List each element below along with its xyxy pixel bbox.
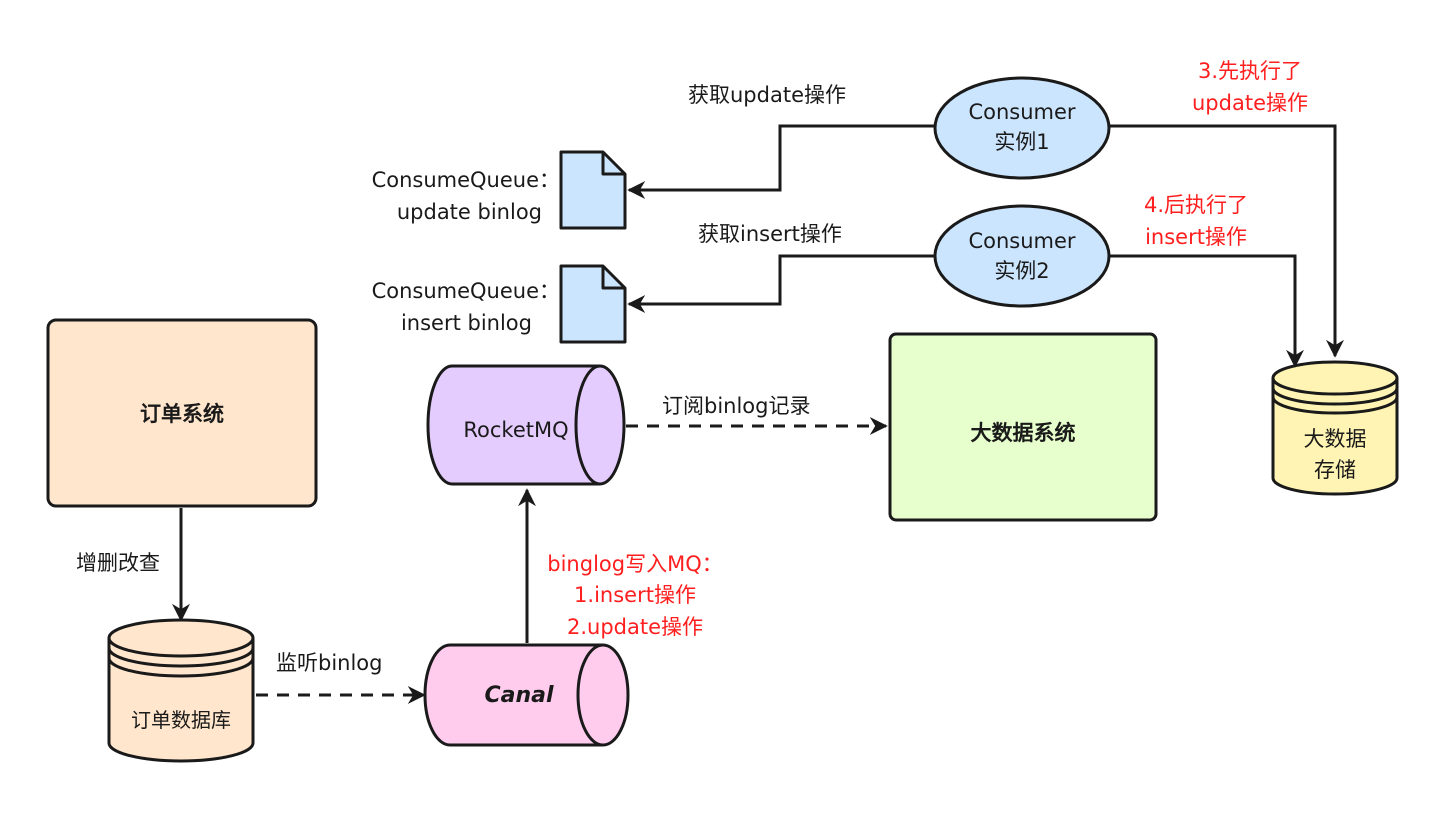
- consumer1-label-1: Consumer: [968, 100, 1076, 124]
- edge-exec-update: [1110, 124, 1344, 358]
- edge-exec-update-label-1: 3.先执行了: [1197, 59, 1303, 83]
- consumer1-ellipse: [933, 76, 1111, 180]
- edge-fetch-update-label: 获取update操作: [688, 83, 846, 107]
- queue-update-doc: [559, 150, 627, 230]
- order-system-label: 订单系统: [140, 402, 224, 426]
- edge-crud-label: 增删改查: [76, 551, 160, 575]
- bigdata-storage-label-1: 大数据: [1303, 427, 1367, 451]
- bigdata-system-box: [888, 332, 1158, 522]
- consumer1-label-2: 实例1: [994, 130, 1050, 154]
- bigdata-storage-label-2: 存储: [1314, 458, 1356, 482]
- queue-insert-doc: [559, 264, 627, 344]
- edge-exec-update-label-2: update操作: [1192, 91, 1308, 115]
- edge-write-mq-label-3: 2.update操作: [566, 615, 704, 639]
- rocketmq-shape: [426, 364, 626, 486]
- consumer2-label-2: 实例2: [994, 259, 1050, 283]
- edge-write-mq-label-1: binglog写入MQ：: [547, 552, 723, 576]
- canal-label: Canal: [484, 683, 554, 708]
- consumer2-label-1: Consumer: [968, 229, 1076, 253]
- edge-exec-insert: [1110, 254, 1304, 368]
- edge-fetch-update: [627, 124, 935, 199]
- rocketmq-label: RocketMQ: [463, 418, 569, 442]
- bigdata-system-label: 大数据系统: [970, 421, 1076, 445]
- queue-insert-label-1: ConsumeQueue：: [371, 279, 560, 303]
- edge-listen-label: 监听binlog: [276, 651, 383, 675]
- queue-insert-label-2: insert binlog: [400, 311, 532, 335]
- order-system-box: [46, 318, 318, 508]
- queue-update-label-2: update binlog: [396, 200, 542, 224]
- bigdata-storage-cylinder: [1271, 360, 1399, 496]
- edge-write-mq-label-2: 1.insert操作: [574, 583, 696, 607]
- edge-exec-insert-label-1: 4.后执行了: [1143, 193, 1249, 217]
- order-db-cylinder: [107, 618, 255, 763]
- order-db-label: 订单数据库: [131, 708, 231, 732]
- edge-fetch-insert: [627, 254, 935, 313]
- canal-shape: [423, 643, 630, 747]
- edge-subscribe-label: 订阅binlog记录: [662, 394, 811, 418]
- queue-update-label-1: ConsumeQueue：: [371, 168, 560, 192]
- edge-exec-insert-label-2: insert操作: [1145, 225, 1247, 249]
- edge-fetch-insert-label: 获取insert操作: [698, 222, 842, 246]
